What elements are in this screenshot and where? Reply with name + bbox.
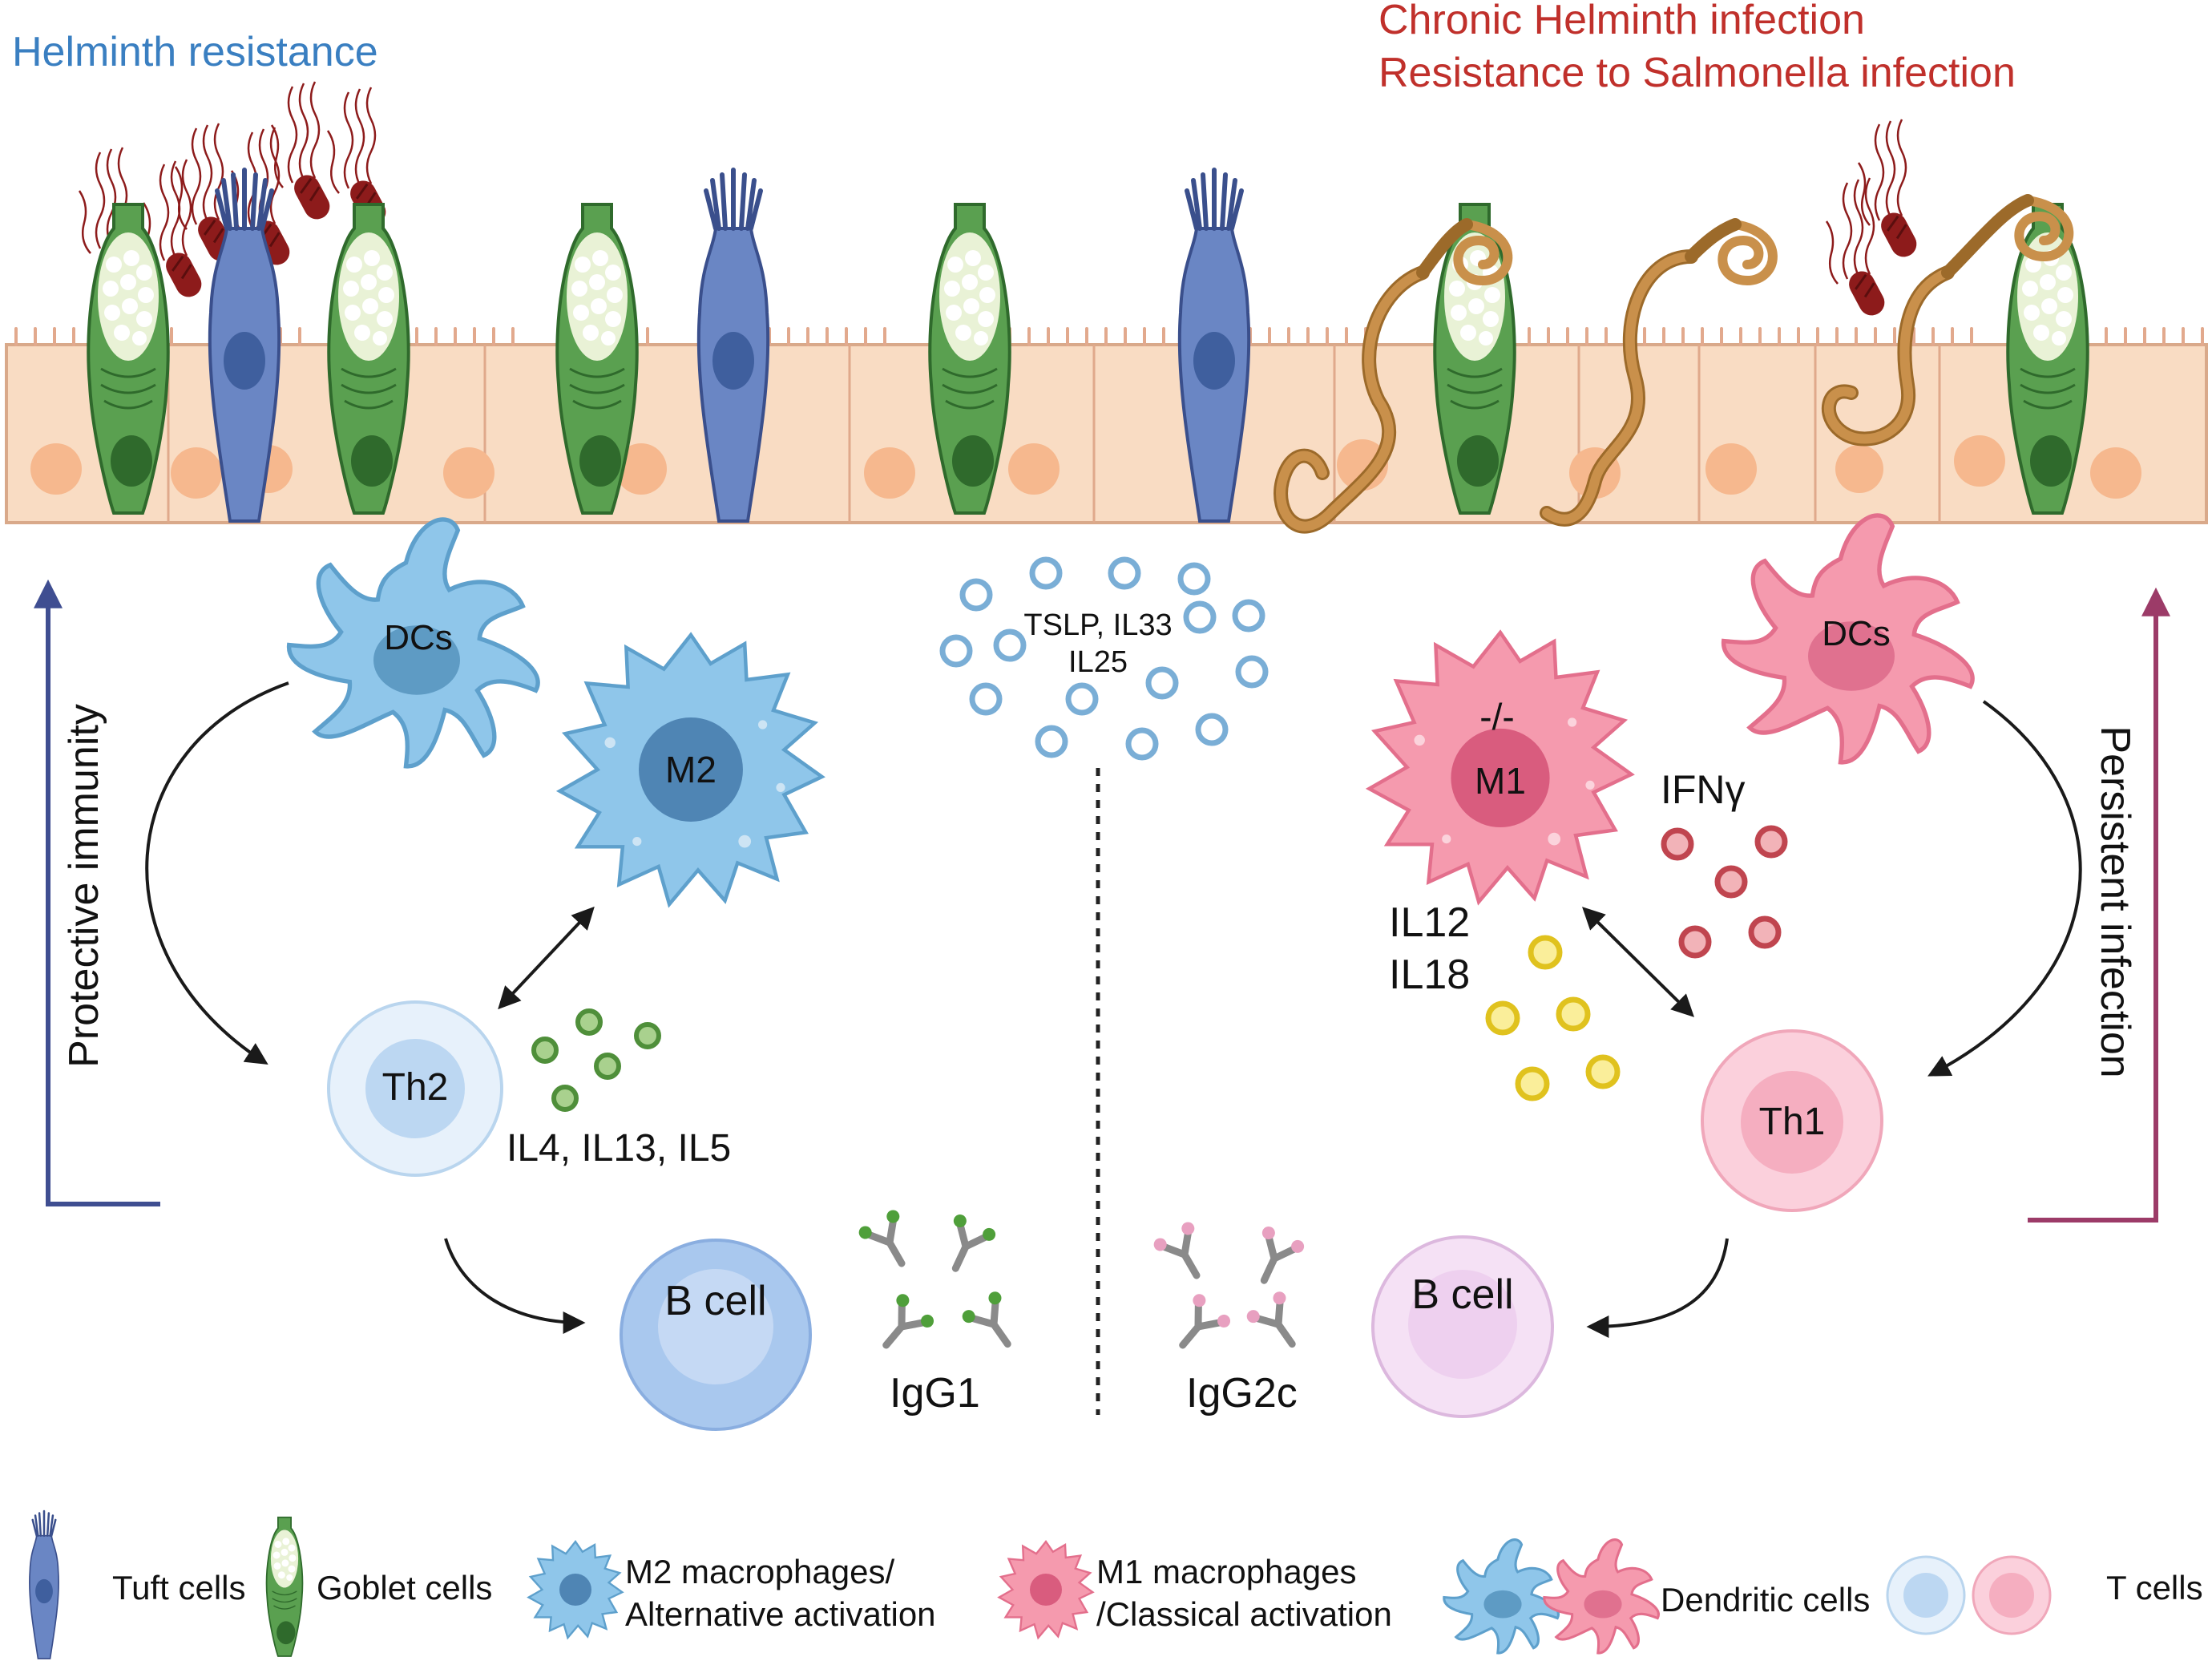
th1-label: Th1 [1759,1101,1826,1143]
igg1-label: IgG1 [890,1370,980,1416]
legend-dc-blue-icon [1443,1538,1560,1655]
title-left: Helminth resistance [12,29,378,75]
legend-tcell-pink-icon [1972,1555,2052,1635]
m2-macrophage [559,635,821,904]
bcell-left-label: B cell [664,1278,766,1324]
m2-label: M2 [665,749,716,790]
legend-m2-icon [527,1540,624,1639]
legend-m1-icon [998,1540,1094,1639]
ifng-label: IFNγ [1661,767,1746,812]
legend-dc-pink-icon [1543,1538,1660,1655]
dcs-right-label: DCs [1822,614,1891,653]
legend-goblet-label: Goblet cells [317,1569,492,1606]
bcell-left [620,1239,812,1431]
salmonella-bacteria-right [1825,118,1923,321]
legend: Tuft cells Goblet cells M2 macrophages/ … [28,1509,2203,1660]
th1-cell [1701,1029,1883,1212]
right-arrows [1582,700,2082,1338]
legend-m2-label-line1: M2 macrophages/ [625,1553,894,1590]
alarmin-cytokines [939,556,1269,761]
m1-label: M1 [1475,760,1526,802]
legend-tuft-label: Tuft cells [112,1569,245,1606]
bcell-right [1371,1235,1554,1418]
persistent-infection-label: Persistent infection [2092,725,2138,1077]
ifng-cytokines [1661,825,1788,959]
protective-immunity-label: Protective immunity [61,704,107,1068]
m1-macrophage [1369,632,1631,902]
left-arrows [145,681,595,1334]
dendritic-cell-right [1724,515,1973,762]
legend-tcell-label: T cells [2106,1569,2203,1606]
il18-label: IL18 [1389,952,1470,998]
igg2c-label: IgG2c [1186,1370,1298,1416]
m1-knockout-label: -/- [1479,696,1514,738]
igg1-antibodies [858,1210,1011,1349]
th2-cytokines [531,1008,661,1112]
helminth-worms [1274,194,2074,534]
il12-il18-cytokines [1485,935,1621,1101]
th2-label: Th2 [382,1066,449,1109]
bcell-right-label: B cell [1411,1271,1513,1318]
igg2c-antibodies [1153,1222,1305,1349]
il12-label: IL12 [1389,899,1470,946]
title-right-line1: Chronic Helminth infection [1378,0,1865,43]
legend-goblet-icon [265,1516,304,1657]
legend-m1-label-line2: /Classical activation [1096,1595,1392,1633]
title-right-line2: Resistance to Salmonella infection [1378,50,2016,96]
legend-tcell-blue-icon [1886,1555,1966,1635]
dendritic-cell-left [289,519,539,766]
alarmins-label-line1: TSLP, IL33 [1023,608,1172,642]
persistent-infection-axis [2028,587,2170,1223]
legend-m2-label-line2: Alternative activation [625,1595,936,1633]
protective-immunity-axis [34,579,160,1206]
legend-tuft-icon [28,1509,60,1660]
th2-cell [327,1000,503,1177]
dcs-left-label: DCs [384,618,453,657]
alarmins-label-line2: IL25 [1068,645,1128,679]
legend-m1-label-line1: M1 macrophages [1096,1553,1357,1590]
legend-dc-label: Dendritic cells [1661,1581,1870,1619]
th2-cytokines-label: IL4, IL13, IL5 [507,1127,731,1170]
